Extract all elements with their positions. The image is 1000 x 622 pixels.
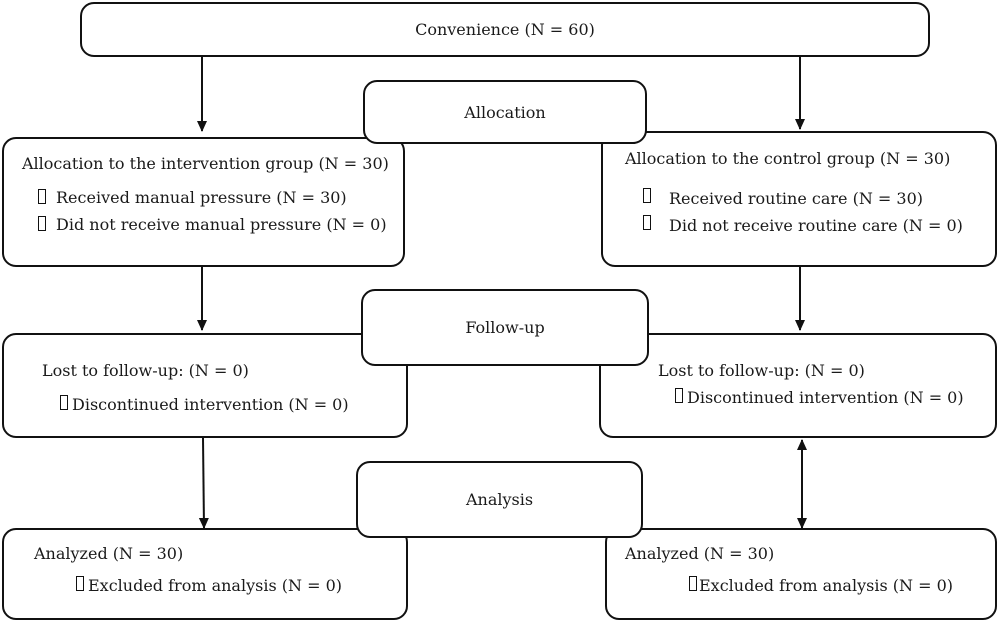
control-followup-item1: Discontinued intervention (N = 0)	[687, 388, 964, 407]
bullet-glyph	[643, 188, 651, 203]
analysis-stage-box: Analysis	[356, 461, 643, 538]
bullet-glyph	[60, 395, 68, 410]
bullet-glyph	[38, 189, 46, 204]
control-allocation-title: Allocation to the control group (N = 30)	[625, 149, 951, 168]
analysis-stage-label: Analysis	[465, 490, 534, 509]
allocation-stage-box: Allocation	[363, 80, 647, 144]
intervention-analysis-title: Analyzed (N = 30)	[34, 544, 184, 563]
intervention-allocation-item2: Did not receive manual pressure (N = 0)	[56, 215, 387, 234]
followup-stage-box: Follow-up	[361, 289, 649, 366]
intervention-analysis-item1: Excluded from analysis (N = 0)	[88, 576, 342, 595]
control-followup-title: Lost to follow-up: (N = 0)	[658, 361, 865, 380]
intervention-allocation-title: Allocation to the intervention group (N …	[22, 154, 389, 173]
intervention-allocation-box: Allocation to the intervention group (N …	[2, 137, 405, 267]
control-followup-box: Lost to follow-up: (N = 0) Discontinued …	[599, 333, 997, 438]
intervention-allocation-item1: Received manual pressure (N = 30)	[56, 188, 347, 207]
bullet-glyph	[38, 216, 46, 231]
intervention-followup-box: Lost to follow-up: (N = 0) Discontinued …	[2, 333, 408, 438]
intervention-followup-item1: Discontinued intervention (N = 0)	[72, 395, 349, 414]
control-allocation-item1: Received routine care (N = 30)	[669, 189, 924, 208]
intervention-analysis-box: Analyzed (N = 30) Excluded from analysis…	[2, 528, 408, 620]
convenience-label: Convenience (N = 60)	[415, 20, 595, 39]
convenience-box: Convenience (N = 60)	[80, 2, 930, 57]
allocation-stage-label: Allocation	[464, 102, 546, 122]
followup-stage-label: Follow-up	[465, 318, 545, 337]
intervention-followup-title: Lost to follow-up: (N = 0)	[42, 361, 249, 380]
bullet-glyph	[76, 576, 84, 591]
bullet-glyph	[675, 388, 683, 403]
bullet-glyph	[689, 576, 697, 591]
control-analysis-item1: Excluded from analysis (N = 0)	[699, 576, 953, 595]
control-allocation-item2: Did not receive routine care (N = 0)	[669, 216, 963, 235]
control-analysis-title: Analyzed (N = 30)	[625, 544, 775, 563]
bullet-glyph	[643, 215, 651, 230]
arrow-intervention-followup-to-analysis	[198, 437, 209, 529]
control-allocation-box: Allocation to the control group (N = 30)…	[601, 131, 997, 267]
control-analysis-box: Analyzed (N = 30) Excluded from analysis…	[605, 528, 997, 620]
